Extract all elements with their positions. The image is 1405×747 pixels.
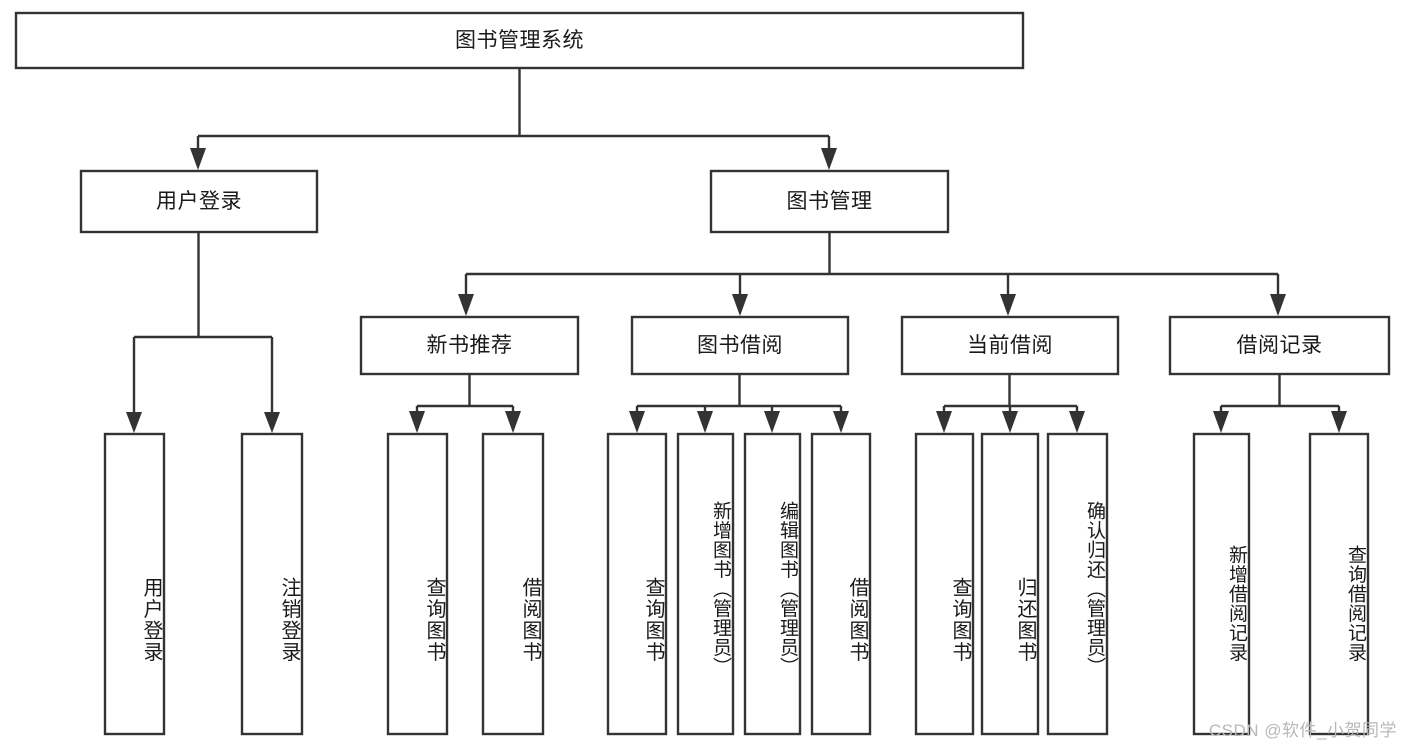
arrow-head-icon [697, 411, 713, 433]
connector-group-current-borrow [936, 374, 1085, 433]
arrow-head-icon [126, 412, 142, 433]
arrow-head-icon [764, 411, 780, 433]
arrow-head-icon [936, 411, 952, 433]
arrow-head-icon [1069, 411, 1085, 433]
arrow-head-icon [1002, 411, 1018, 433]
node-box-leaf-borrow-book-1[interactable] [481, 432, 545, 736]
connector-group-new-book [409, 374, 521, 433]
csdn-watermark: CSDN @软件_小贺同学 [1208, 721, 1397, 740]
connector-group-root [190, 68, 837, 170]
node-box-current-borrow[interactable] [900, 315, 1120, 376]
arrow-head-icon [264, 412, 280, 433]
node-box-leaf-user-login[interactable] [103, 432, 166, 736]
arrow-head-icon [629, 411, 645, 433]
arrow-head-icon [1270, 294, 1286, 316]
arrow-head-icon [1213, 411, 1229, 433]
arrow-head-icon [190, 148, 206, 170]
arrow-head-icon [732, 294, 748, 316]
connector-group-book-borrow [629, 374, 849, 433]
node-box-leaf-query-book-2[interactable] [606, 432, 668, 736]
arrow-head-icon [833, 411, 849, 433]
node-box-root[interactable] [14, 11, 1025, 70]
node-box-leaf-add-book[interactable] [676, 432, 735, 736]
arrow-head-icon [458, 294, 474, 316]
node-box-user-login[interactable] [79, 169, 319, 234]
node-box-leaf-borrow-book-2[interactable] [810, 432, 872, 736]
node-box-book-management[interactable] [709, 169, 950, 234]
connector-group-borrow-record [1213, 374, 1347, 433]
arrow-head-icon [821, 148, 837, 170]
node-box-leaf-logout[interactable] [240, 432, 304, 736]
node-box-leaf-add-record[interactable] [1192, 432, 1251, 736]
node-box-leaf-query-book-3[interactable] [914, 432, 975, 736]
node-box-leaf-query-record[interactable] [1308, 432, 1370, 736]
arrow-head-icon [1000, 294, 1016, 316]
connector-group-user-login [126, 232, 280, 433]
arrow-head-icon [1331, 411, 1347, 433]
node-box-book-borrow[interactable] [630, 315, 850, 376]
node-box-borrow-record[interactable] [1168, 315, 1391, 376]
connector-group-book-management [458, 232, 1286, 316]
node-box-leaf-confirm-return[interactable] [1046, 432, 1109, 736]
node-box-new-book-recommend[interactable] [359, 315, 580, 376]
node-box-leaf-return-book[interactable] [980, 432, 1040, 736]
node-box-leaf-query-book-1[interactable] [386, 432, 449, 736]
node-box-leaf-edit-book[interactable] [743, 432, 802, 736]
arrow-head-icon [409, 411, 425, 433]
arrow-head-icon [505, 411, 521, 433]
